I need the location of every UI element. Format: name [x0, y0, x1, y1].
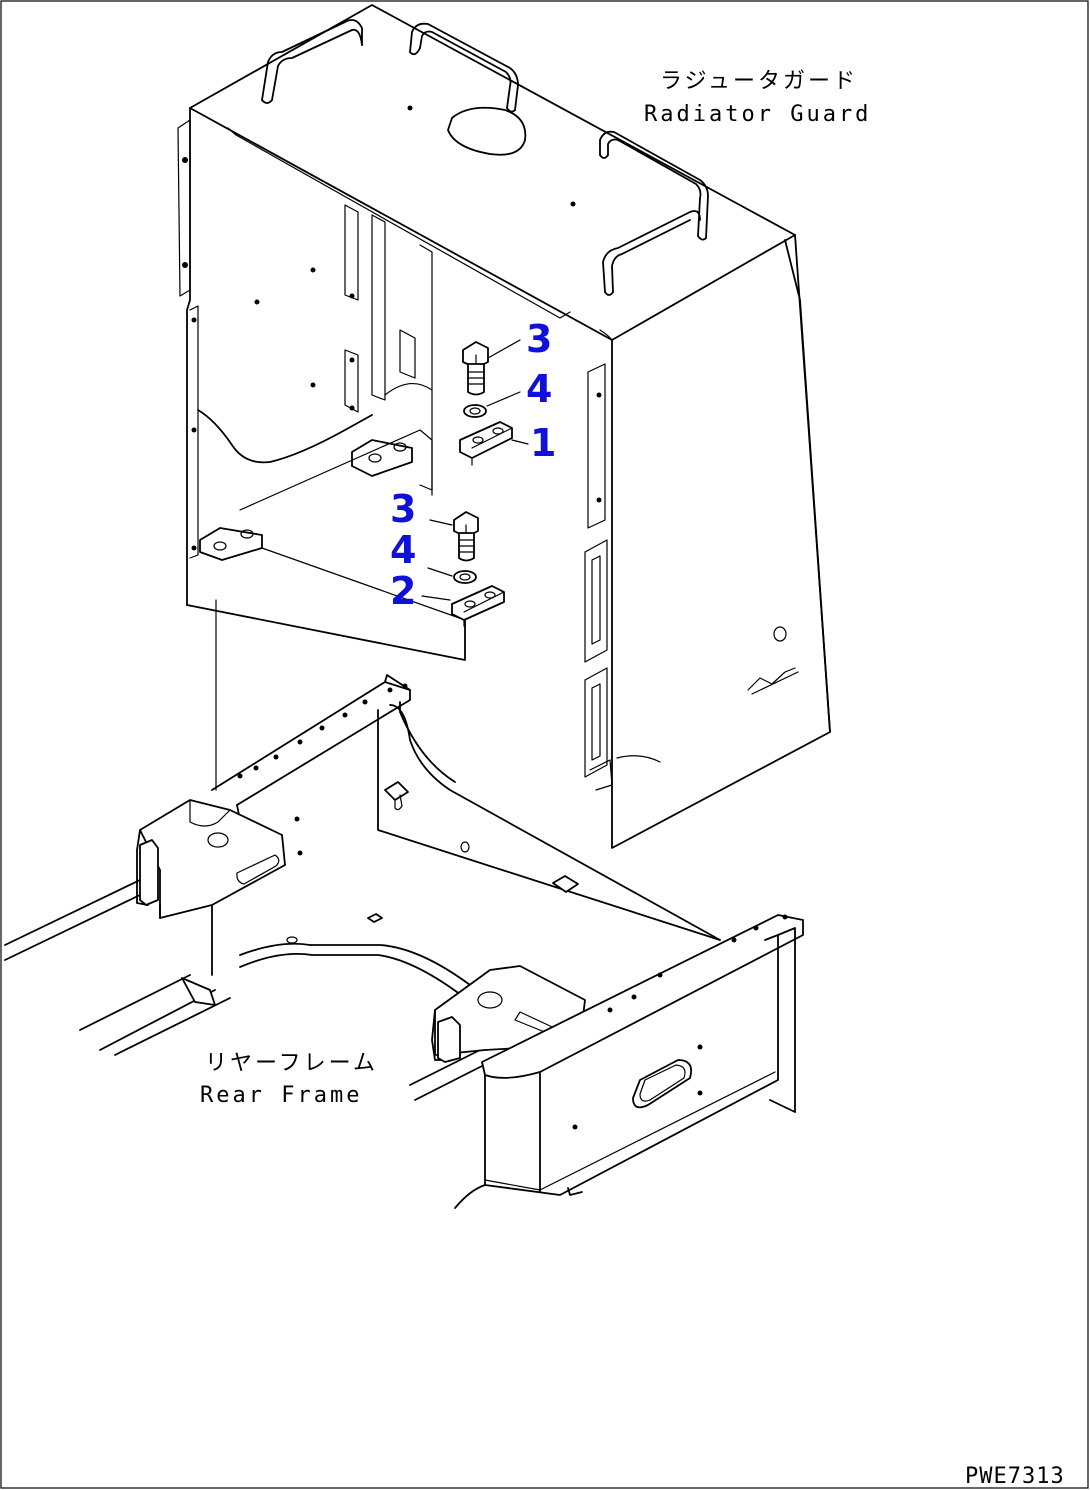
plate-2: [451, 585, 505, 627]
washer-lower: [453, 570, 477, 584]
radiator-guard: [177, 4, 831, 849]
radiator-guard-label-jp: ラジュータガード: [660, 69, 858, 94]
callout-3-upper: 3: [526, 317, 552, 361]
bolt-lower: [453, 511, 479, 562]
drawing-code: PWE7313: [965, 1464, 1065, 1489]
hardware-parts: [421, 339, 529, 627]
callout-1: 1: [530, 421, 556, 465]
callout-3-lower: 3: [390, 487, 416, 531]
bolt-upper: [462, 341, 489, 396]
plate-1: [459, 421, 513, 466]
callout-4-upper: 4: [526, 367, 552, 411]
rear-frame: [4, 599, 804, 1209]
rear-frame-label-en: Rear Frame: [200, 1083, 362, 1108]
callout-4-lower: 4: [390, 528, 416, 572]
radiator-guard-label-en: Radiator Guard: [644, 102, 871, 127]
callout-2: 2: [390, 569, 416, 613]
rear-frame-label-jp: リヤーフレーム: [205, 1051, 378, 1076]
washer-upper: [463, 404, 487, 418]
